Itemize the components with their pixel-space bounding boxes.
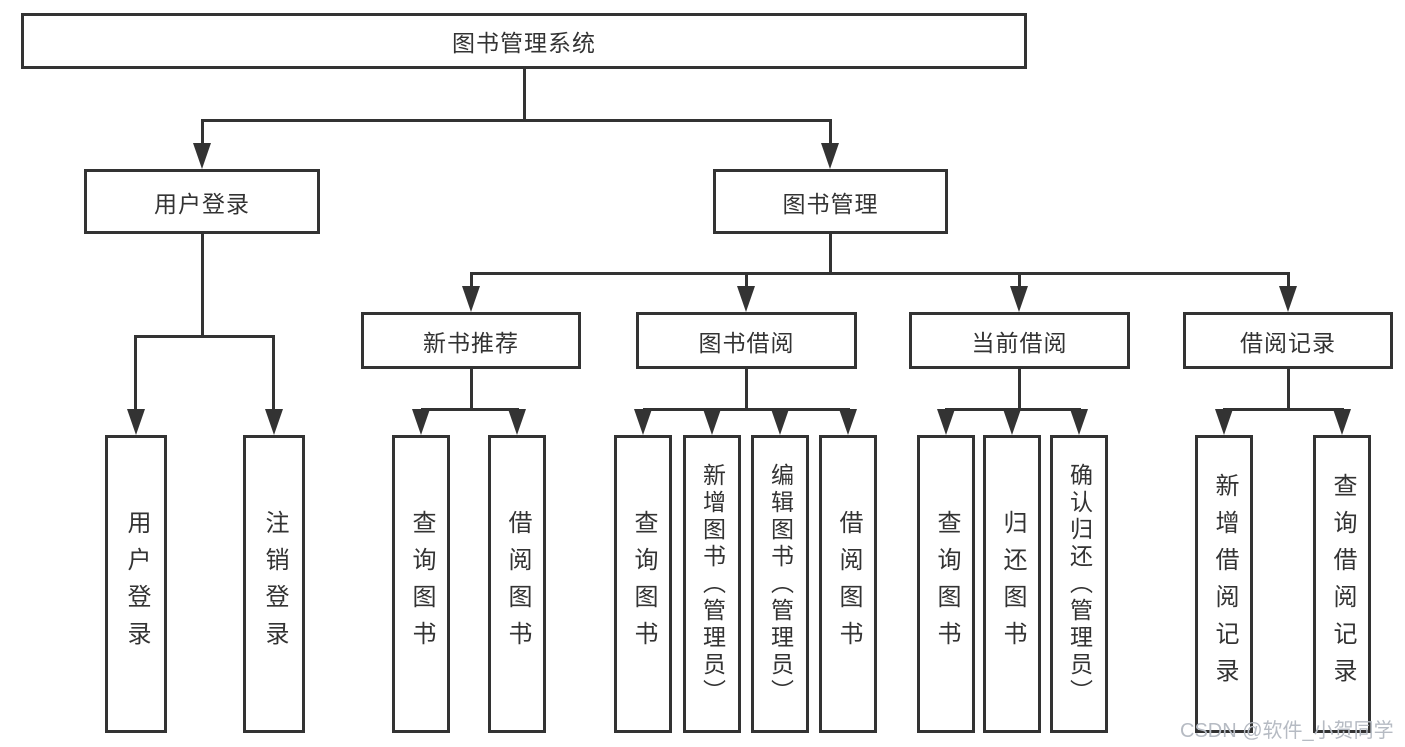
arrow-down-icon	[1215, 409, 1233, 435]
node-user-login: 用户登录	[84, 169, 320, 234]
leaf-user-login: 用户登录	[105, 435, 167, 733]
connector-line	[1223, 408, 1344, 411]
connector-line	[829, 234, 832, 275]
connector-line	[745, 272, 748, 288]
arrow-down-icon	[771, 409, 789, 435]
arrow-down-icon	[703, 409, 721, 435]
leaf-edit-book-admin: 编辑图书（管理员）	[751, 435, 809, 733]
leaf-query-books-1: 查询图书	[392, 435, 450, 733]
node-new-book-recommend: 新书推荐	[361, 312, 581, 369]
arrow-down-icon	[937, 409, 955, 435]
arrow-down-icon	[462, 286, 480, 312]
arrow-down-icon	[1070, 409, 1088, 435]
connector-line	[470, 272, 473, 288]
leaf-add-borrow-record: 新增借阅记录	[1195, 435, 1253, 733]
arrow-down-icon	[508, 409, 526, 435]
leaf-add-book-admin: 新增图书（管理员）	[683, 435, 741, 733]
leaf-borrow-books-1: 借阅图书	[488, 435, 546, 733]
arrow-down-icon	[1279, 286, 1297, 312]
node-borrow-records: 借阅记录	[1183, 312, 1393, 369]
arrow-down-icon	[1003, 409, 1021, 435]
connector-line	[134, 335, 137, 411]
connector-line	[201, 234, 204, 338]
node-book-management: 图书管理	[713, 169, 948, 234]
connector-line	[1018, 369, 1021, 411]
leaf-confirm-return-admin: 确认归还（管理员）	[1050, 435, 1108, 733]
connector-line	[201, 119, 832, 122]
leaf-borrow-books-2: 借阅图书	[819, 435, 877, 733]
arrow-down-icon	[821, 143, 839, 169]
connector-line	[272, 335, 275, 411]
connector-line	[470, 369, 473, 411]
connector-line	[1287, 272, 1290, 288]
connector-line	[134, 335, 275, 338]
arrow-down-icon	[737, 286, 755, 312]
arrow-down-icon	[634, 409, 652, 435]
connector-line	[829, 119, 832, 147]
connector-line	[1018, 272, 1021, 288]
leaf-query-books-2: 查询图书	[614, 435, 672, 733]
connector-line	[421, 408, 519, 411]
leaf-query-borrow-record: 查询借阅记录	[1313, 435, 1371, 733]
arrow-down-icon	[1010, 286, 1028, 312]
arrow-down-icon	[412, 409, 430, 435]
leaf-logout: 注销登录	[243, 435, 305, 733]
csdn-watermark: CSDN @软件_小贺同学	[1180, 720, 1394, 742]
connector-line	[470, 272, 1290, 275]
connector-line	[523, 69, 526, 121]
arrow-down-icon	[127, 409, 145, 435]
arrow-down-icon	[193, 143, 211, 169]
arrow-down-icon	[1333, 409, 1351, 435]
connector-line	[1287, 369, 1290, 411]
connector-line	[643, 408, 850, 411]
node-current-borrow: 当前借阅	[909, 312, 1130, 369]
arrow-down-icon	[839, 409, 857, 435]
leaf-query-books-3: 查询图书	[917, 435, 975, 733]
connector-line	[201, 119, 204, 147]
connector-line	[745, 369, 748, 411]
leaf-return-book: 归还图书	[983, 435, 1041, 733]
node-book-borrow: 图书借阅	[636, 312, 857, 369]
arrow-down-icon	[265, 409, 283, 435]
node-library-management-system: 图书管理系统	[21, 13, 1027, 69]
